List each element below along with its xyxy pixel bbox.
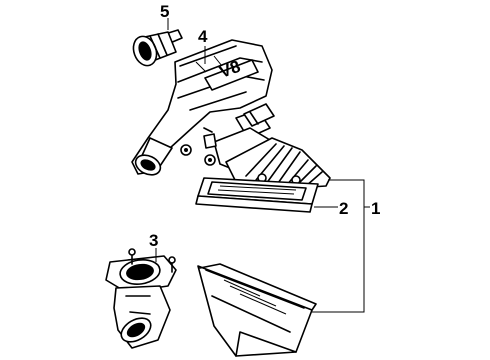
lower-filter-housing xyxy=(197,263,317,357)
callout-4: 4 xyxy=(198,27,208,46)
part-4-intake-duct: V8 xyxy=(131,39,273,176)
part-2-air-filter xyxy=(195,177,319,213)
callout-3: 3 xyxy=(149,231,158,250)
callout-leaders xyxy=(155,18,370,313)
part-5-sensor xyxy=(132,29,183,67)
callout-1: 1 xyxy=(371,199,380,218)
callout-2: 2 xyxy=(339,199,348,218)
callout-5: 5 xyxy=(160,2,169,21)
part-3-throttle-elbow xyxy=(105,248,177,349)
upper-filter-housing xyxy=(203,103,331,191)
